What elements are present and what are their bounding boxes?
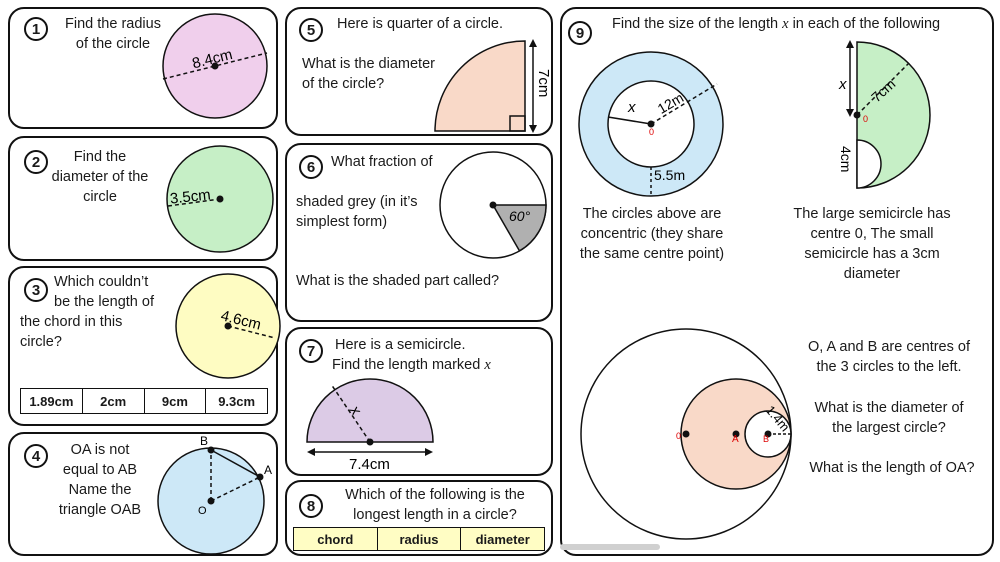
q7-text-line2: Find the length marked x: [332, 355, 491, 375]
q3-options-table: 1.89cm 2cm 9cm 9.3cm: [20, 388, 268, 414]
q9-figures: x 12m 5.5m 0 x 7cm 4cm 0 0: [578, 40, 931, 540]
q6-text-line3: simplest form): [296, 214, 388, 230]
question-number-2: 2: [24, 150, 48, 174]
q9c-text-line5: What is the length of OA?: [809, 460, 975, 476]
q9c-label-b: B: [763, 434, 769, 444]
q4-text-line3: Name the: [68, 482, 132, 498]
q9b-centre-label: 0: [863, 114, 868, 124]
q3-text-line1: Which couldn’t: [54, 274, 149, 290]
q5-measure-label: 7cm: [535, 69, 552, 97]
q8-option[interactable]: radius: [378, 528, 462, 550]
q1-text-line1: Find the radius: [65, 16, 161, 32]
question-card-5: 5 Here is quarter of a circle. What is t…: [285, 7, 553, 136]
q8-text-line1: Which of the following is the: [345, 487, 525, 503]
q3-text-line2: be the length of: [54, 294, 154, 310]
q5-text-line3: of the circle?: [302, 76, 385, 92]
q9b-semicircle-figure: x 7cm 4cm 0: [838, 40, 931, 189]
question-card-4: 4 OA is not equal to AB Name the triangl…: [8, 432, 278, 556]
q9b-caption-line4: diameter: [843, 266, 901, 282]
question-number-5: 5: [299, 18, 323, 42]
question-number-1: 1: [24, 17, 48, 41]
q9a-caption-line1: The circles above are: [582, 206, 722, 222]
q3-text-line4: circle?: [20, 334, 62, 350]
q3-circle-figure: 4.6cm: [175, 273, 281, 379]
question-card-1: 1 Find the radius of the circle 8.4cm: [8, 7, 278, 129]
q9c-text-line2: the 3 circles to the left.: [816, 359, 962, 375]
q9a-centre-label: 0: [649, 127, 654, 137]
q4-text-line4: triangle OAB: [58, 502, 142, 518]
question-card-6: 6 What fraction of shaded grey (in it’s …: [285, 143, 553, 322]
question-number-3: 3: [24, 278, 48, 302]
q9b-caption-line2: centre 0, The small: [810, 226, 934, 242]
horizontal-scrollbar[interactable]: [560, 544, 660, 550]
q9c-text-line1: O, A and B are centres of: [807, 339, 970, 355]
q3-option[interactable]: 1.89cm: [21, 389, 83, 413]
q7-measure-label: 7.4cm: [349, 456, 390, 473]
q9a-gap-label: 5.5m: [654, 167, 685, 183]
q2-text-line3: circle: [83, 189, 117, 205]
question-number-6: 6: [299, 155, 323, 179]
q3-option[interactable]: 9cm: [145, 389, 207, 413]
q7-semicircle-figure: x 7.4cm: [306, 378, 434, 473]
q9-title: Find the size of the length x in each of…: [612, 14, 940, 34]
question-number-7: 7: [299, 339, 323, 363]
question-number-4: 4: [24, 444, 48, 468]
q2-text-line1: Find the: [73, 149, 127, 165]
q9a-caption-line2: concentric (they share: [580, 226, 724, 242]
q4-circle-figure: B A O: [157, 434, 272, 555]
question-card-7: 7 Here is a semicircle. Find the length …: [285, 327, 553, 476]
q6-text-line2: shaded grey (in it’s: [296, 194, 418, 210]
q9a-caption-line3: the same centre point): [579, 246, 725, 262]
q2-circle-figure: 3.5cm: [166, 145, 274, 253]
q9c-label-o: 0: [676, 431, 681, 441]
q1-text-line2: of the circle: [75, 36, 151, 52]
q9b-caption-line1: The large semicircle has: [793, 206, 951, 222]
q9c-label-a: A: [732, 434, 739, 445]
q9a-concentric-figure: x 12m 5.5m 0: [578, 51, 724, 197]
q4-label-o: O: [198, 505, 207, 517]
q8-option[interactable]: chord: [294, 528, 378, 550]
q9c-text-line4: the largest circle?: [832, 420, 946, 436]
q4-text-line2: equal to AB: [62, 462, 138, 478]
q8-options-table: chord radius diameter: [293, 527, 545, 551]
q6-text-line4: What is the shaded part called?: [296, 273, 500, 289]
q7-text-line2-main: Find the length marked: [332, 357, 481, 373]
q9c-text-line3: What is the diameter of: [814, 400, 964, 416]
q1-circle-figure: 8.4cm: [162, 13, 268, 119]
q6-text-line1: What fraction of: [331, 154, 433, 170]
q9b-var-label: x: [838, 76, 847, 93]
q5-quarter-circle-figure: 7cm: [434, 39, 552, 133]
q3-option[interactable]: 2cm: [83, 389, 145, 413]
q3-option[interactable]: 9.3cm: [218, 393, 256, 409]
q6-sector-figure: 60°: [439, 151, 547, 259]
q5-text-line2: What is the diameter: [302, 56, 435, 72]
q5-text-line1: Here is quarter of a circle.: [337, 16, 504, 32]
q8-option[interactable]: diameter: [475, 531, 530, 547]
q9-title-main: Find the size of the length: [612, 16, 779, 32]
question-number-8: 8: [299, 494, 323, 518]
q9c-nested-circles-figure: 0 A B 1.4m: [580, 328, 793, 540]
q2-text-line2: diameter of the: [51, 169, 149, 185]
q4-text-line1: OA is not: [70, 442, 130, 458]
q4-label-a: A: [264, 463, 272, 477]
question-card-8: 8 Which of the following is the longest …: [285, 480, 553, 556]
question-card-2: 2 Find the diameter of the circle 3.5cm: [8, 136, 278, 261]
q6-angle-label: 60°: [509, 208, 531, 224]
q2-measure-label: 3.5cm: [169, 186, 211, 207]
q7-var: x: [484, 357, 491, 373]
q4-label-b: B: [200, 434, 208, 448]
q9-title-var: x: [782, 16, 789, 32]
q9b-small-label: 4cm: [838, 146, 854, 172]
question-card-9: 9 Find the size of the length x in each …: [560, 7, 994, 556]
question-card-3: 3 Which couldn’t be the length of the ch…: [8, 266, 281, 426]
q8-text-line2: longest length in a circle?: [353, 507, 517, 523]
q9-title-end: in each of the following: [792, 16, 941, 32]
q9b-caption-line3: semicircle has a 3cm: [804, 246, 940, 262]
q9a-var-label: x: [627, 99, 636, 116]
question-number-9: 9: [568, 21, 592, 45]
q3-text-line3: the chord in this: [20, 314, 123, 330]
q7-text-line1: Here is a semicircle.: [335, 337, 466, 353]
